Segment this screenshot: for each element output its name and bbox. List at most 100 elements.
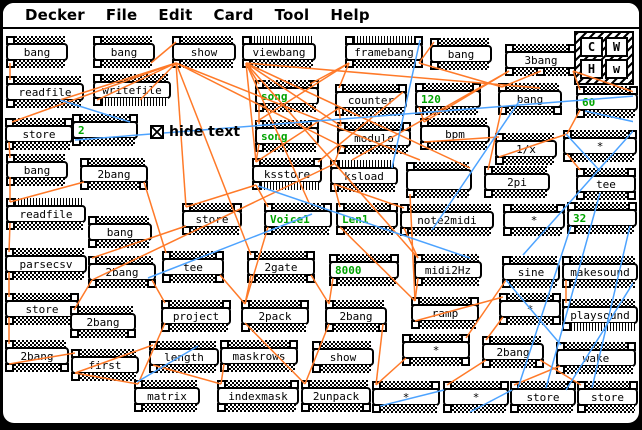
port-tab-tl[interactable]: [71, 349, 80, 358]
module-2bang[interactable]: 2bang: [80, 158, 148, 190]
port-tab-tl[interactable]: [88, 216, 97, 225]
menu-item-help[interactable]: Help: [330, 6, 370, 24]
port-tab-bl[interactable]: [161, 323, 170, 332]
port-tab-bl[interactable]: [330, 183, 339, 192]
port-tab-bl[interactable]: [255, 103, 264, 112]
port-tab-tl[interactable]: [255, 80, 264, 89]
port-tab-tl[interactable]: [161, 300, 170, 309]
port-tab-tl[interactable]: [217, 380, 226, 389]
port-tab-tl[interactable]: [336, 203, 345, 212]
port-tab-tl[interactable]: [325, 300, 334, 309]
port-tab-bl[interactable]: [406, 189, 415, 198]
port-tab-br[interactable]: [60, 363, 69, 372]
port-tab-tr[interactable]: [70, 293, 79, 302]
port-tab-tr[interactable]: [629, 381, 638, 390]
port-tab-br[interactable]: [535, 359, 544, 368]
port-tab-bl[interactable]: [443, 404, 452, 413]
port-tab-tr[interactable]: [402, 122, 411, 131]
port-tab-tl[interactable]: [6, 36, 15, 45]
port-tab-tl[interactable]: [252, 158, 261, 167]
port-tab-tr[interactable]: [629, 86, 638, 95]
port-tab-bl[interactable]: [420, 141, 429, 150]
module-2bang[interactable]: 2bang: [70, 306, 136, 338]
value-field-2[interactable]: 2: [72, 114, 138, 146]
port-tab-bl[interactable]: [411, 320, 420, 329]
port-tab-bl[interactable]: [241, 323, 250, 332]
port-tab-tl[interactable]: [372, 381, 381, 390]
module-readfile[interactable]: readfile: [6, 76, 84, 108]
port-tab-tl[interactable]: [72, 114, 81, 123]
port-tab-bl[interactable]: [5, 316, 14, 325]
port-tab-bl[interactable]: [510, 404, 519, 413]
port-tab-tl[interactable]: [484, 166, 493, 175]
port-tab-bl[interactable]: [88, 239, 97, 248]
port-tab-bl[interactable]: [6, 221, 15, 230]
port-tab-tl[interactable]: [149, 341, 158, 350]
port-tab-tr[interactable]: [470, 297, 479, 306]
port-tab-bl[interactable]: [495, 156, 504, 165]
port-tab-tl[interactable]: [345, 36, 354, 45]
value-field-song[interactable]: song: [255, 120, 319, 152]
port-tab-tl[interactable]: [5, 293, 14, 302]
port-tab-tl[interactable]: [411, 297, 420, 306]
module-star[interactable]: *: [443, 381, 509, 413]
port-tab-tr[interactable]: [233, 203, 242, 212]
value-field-len1[interactable]: Len1: [336, 203, 398, 235]
port-tab-bl[interactable]: [562, 322, 571, 331]
port-tab-tl[interactable]: [162, 251, 171, 260]
module-2pack[interactable]: 2pack: [241, 300, 309, 332]
port-tab-tl[interactable]: [182, 203, 191, 212]
port-tab-tl[interactable]: [503, 204, 512, 213]
port-tab-tl[interactable]: [5, 340, 14, 349]
module-2gate[interactable]: 2gate: [247, 251, 315, 283]
port-tab-bl[interactable]: [312, 364, 321, 373]
port-tab-bl[interactable]: [335, 107, 344, 116]
module-star[interactable]: *: [503, 204, 565, 236]
port-tab-tl[interactable]: [264, 203, 273, 212]
module-2bang[interactable]: 2bang: [325, 300, 387, 332]
module-blank[interactable]: [406, 162, 472, 198]
port-tab-tl[interactable]: [430, 38, 439, 47]
port-tab-bl[interactable]: [172, 59, 181, 68]
port-tab-tl[interactable]: [414, 254, 423, 263]
port-tab-tr[interactable]: [323, 203, 332, 212]
module-playsound[interactable]: playsound: [562, 299, 638, 331]
module-ksload[interactable]: ksload: [330, 160, 398, 192]
port-tab-br[interactable]: [362, 403, 371, 412]
port-tab-bl[interactable]: [255, 143, 264, 152]
module-first[interactable]: first: [71, 349, 139, 381]
port-tab-bl[interactable]: [402, 357, 411, 366]
port-tab-tl[interactable]: [443, 381, 452, 390]
port-tab-tr[interactable]: [567, 381, 576, 390]
port-tab-tr[interactable]: [627, 342, 636, 351]
size-cell-w[interactable]: w: [605, 59, 628, 79]
module-3bang[interactable]: 3bang: [505, 44, 577, 76]
port-tab-tl[interactable]: [562, 299, 571, 308]
port-tab-tr[interactable]: [414, 36, 423, 45]
module-bang[interactable]: bang: [6, 36, 68, 68]
port-tab-bl[interactable]: [264, 226, 273, 235]
module-bang[interactable]: bang: [88, 216, 152, 248]
port-tab-bl[interactable]: [329, 277, 338, 286]
module-bang[interactable]: bang: [6, 154, 68, 186]
port-tab-bl[interactable]: [505, 67, 514, 76]
port-tab-bl[interactable]: [247, 274, 256, 283]
port-tab-br[interactable]: [127, 329, 136, 338]
module-star[interactable]: *: [372, 381, 440, 413]
port-tab-tr[interactable]: [431, 381, 440, 390]
port-tab-bl[interactable]: [430, 61, 439, 70]
port-tab-tl[interactable]: [498, 83, 507, 92]
port-tab-tl[interactable]: [576, 86, 585, 95]
port-tab-tl[interactable]: [415, 83, 424, 92]
port-tab-tr[interactable]: [310, 80, 319, 89]
module-bang[interactable]: bang: [93, 36, 155, 68]
value-field-120[interactable]: 120: [415, 83, 481, 115]
port-tab-br[interactable]: [414, 59, 423, 68]
port-tab-bl[interactable]: [484, 189, 493, 198]
module-makesound[interactable]: makesound: [562, 256, 638, 288]
menu-item-file[interactable]: File: [105, 6, 138, 24]
module-bpm[interactable]: bpm: [420, 118, 490, 150]
module-sine[interactable]: sine: [502, 256, 560, 288]
module-2pi[interactable]: 2pi: [484, 166, 550, 198]
